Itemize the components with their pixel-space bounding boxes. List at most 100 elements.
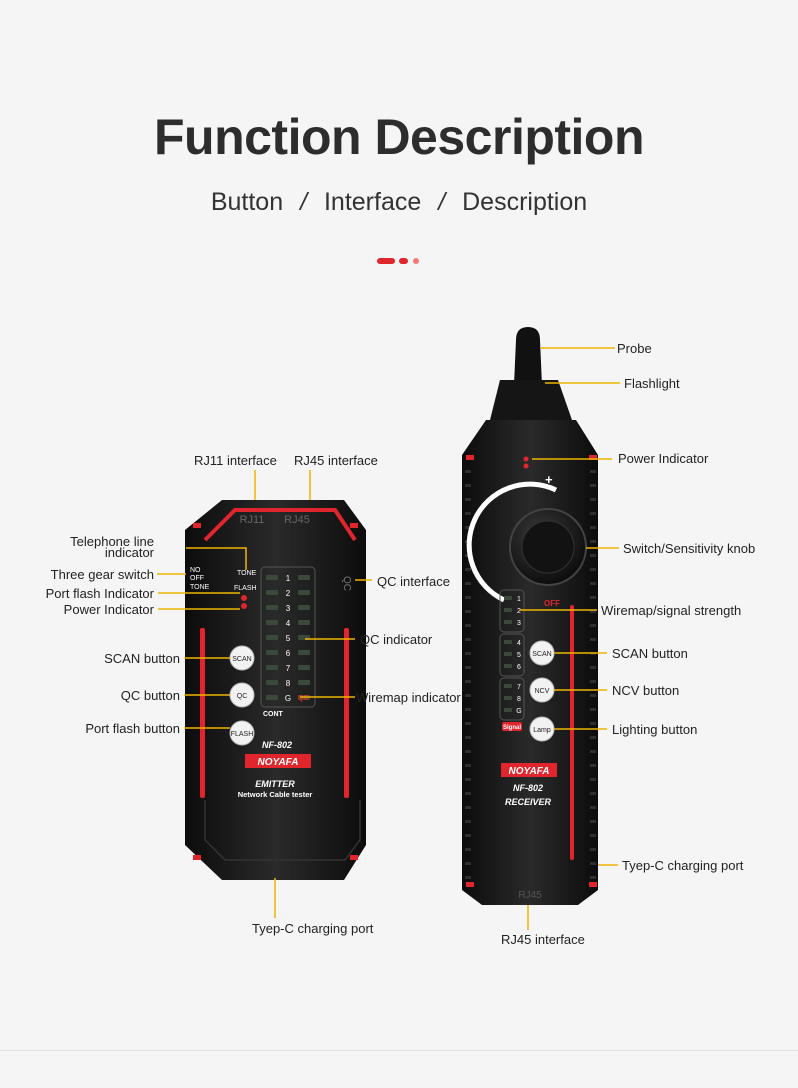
receiver-led-group: [499, 677, 525, 721]
callout-telephone-line-2: indicator: [104, 545, 154, 560]
rib: [465, 736, 471, 739]
receiver-led: [504, 596, 512, 600]
emitter-led-left: [266, 695, 278, 700]
emitter-brand: NOYAFA: [258, 757, 299, 768]
emitter-led-left: [266, 590, 278, 595]
callout-qc-indicator: QC indicator: [360, 632, 433, 647]
callout-rj11-interface: RJ11 interface: [194, 453, 277, 468]
emitter-flash-button[interactable]: [229, 720, 255, 746]
receiver-ncv-button-label: NCV: [535, 688, 550, 695]
rib: [465, 470, 471, 473]
callout-rj45-interface: RJ45 interface: [294, 453, 378, 468]
knob-off-label: OFF: [544, 599, 560, 608]
callout-qc-interface: QC interface: [377, 574, 450, 589]
receiver-led-number: 6: [517, 664, 521, 671]
emitter-led-left: [266, 680, 278, 685]
emitter-flash-button-label: FLASH: [231, 731, 254, 738]
rib: [465, 666, 471, 669]
emitter-side-stripe-right: [344, 628, 349, 798]
callout-leaders: [157, 347, 620, 930]
mode-label-tone: TONE: [237, 570, 257, 577]
emitter-led-number: 1: [286, 574, 291, 583]
rib: [465, 484, 471, 487]
receiver-led-number: 4: [517, 640, 521, 647]
emitter-scan-button-label: SCAN: [232, 656, 251, 663]
subtitle-description: Description: [462, 188, 588, 216]
receiver-probe: [514, 327, 542, 385]
emitter-led-left: [266, 605, 278, 610]
callout-sensitivity-knob: Switch/Sensitivity knob: [623, 541, 756, 556]
receiver-side-ribs: [465, 470, 596, 879]
subtitle-interface: Interface: [323, 188, 422, 216]
page-title: Function Description: [154, 109, 645, 165]
knob-scale-arc: [466, 481, 558, 603]
emitter-led-left: [266, 650, 278, 655]
rib: [590, 596, 596, 599]
emitter-rj45-port-label: RJ45: [284, 514, 310, 526]
receiver-led: [504, 664, 512, 668]
emitter-led-number: 7: [286, 664, 291, 673]
rib: [465, 624, 471, 627]
rib: [465, 568, 471, 571]
emitter-led-left: [266, 665, 278, 670]
emitter-led-number: G: [285, 694, 291, 703]
emitter-led-right: [298, 575, 310, 580]
qc-led-label: QC: [298, 695, 309, 702]
rib: [465, 792, 471, 795]
receiver-side-stripe: [570, 605, 574, 860]
rib: [465, 876, 471, 879]
rib: [590, 666, 596, 669]
emitter-type: EMITTER: [255, 779, 295, 789]
receiver-led: [504, 684, 512, 688]
emitter-led-number: 5: [286, 634, 291, 643]
receiver-power-led: [523, 456, 529, 462]
cont-label: CONT: [263, 711, 284, 718]
callout-port-flash-indicator: Port flash Indicator: [45, 586, 154, 601]
receiver-led: [504, 708, 512, 712]
emitter-brand-badge: [245, 754, 311, 768]
emitter-led-number: 8: [286, 679, 291, 688]
callout-emitter-scan-button: SCAN button: [104, 651, 180, 666]
callout-probe: Probe: [617, 341, 652, 356]
switch-label-off: OFF: [190, 575, 204, 582]
signal-badge: [502, 722, 522, 731]
receiver-type: RECEIVER: [505, 797, 552, 807]
rib: [465, 806, 471, 809]
rib: [590, 750, 596, 753]
receiver-led-number: 3: [517, 620, 521, 627]
rib: [465, 708, 471, 711]
rib: [590, 498, 596, 501]
rib: [590, 736, 596, 739]
callout-receiver-rj45: RJ45 interface: [501, 932, 585, 947]
emitter-led-number: 4: [286, 619, 291, 628]
callout-wiremap-indicator: Wiremap indicator: [356, 690, 461, 705]
rib: [590, 624, 596, 627]
callout-receiver-scan-button: SCAN button: [612, 646, 688, 661]
rib: [590, 862, 596, 865]
callout-emitter-typec-port: Tyep-C charging port: [252, 921, 374, 936]
rib: [465, 722, 471, 725]
dot-small: [413, 258, 419, 264]
receiver-led-number: 8: [517, 696, 521, 703]
rib: [590, 610, 596, 613]
callout-three-gear-switch: Three gear switch: [50, 567, 154, 582]
rib: [465, 764, 471, 767]
emitter-led-number: 2: [286, 589, 291, 598]
emitter-side-stripe-left: [200, 628, 205, 798]
receiver-led: [504, 608, 512, 612]
rib: [465, 498, 471, 501]
switch-label-tone: TONE: [190, 584, 210, 591]
receiver-led-number: 5: [517, 652, 521, 659]
receiver-led-number: G: [516, 708, 521, 715]
emitter-qc-button-label: QC: [237, 693, 248, 700]
rib: [590, 526, 596, 529]
rib: [590, 540, 596, 543]
rib: [590, 638, 596, 641]
bottom-divider: [0, 1050, 798, 1051]
emitter-led-number: 3: [286, 604, 291, 613]
subtitle-button: Button: [210, 188, 284, 216]
receiver-led: [504, 620, 512, 624]
callout-receiver-power-indicator: Power Indicator: [618, 451, 709, 466]
